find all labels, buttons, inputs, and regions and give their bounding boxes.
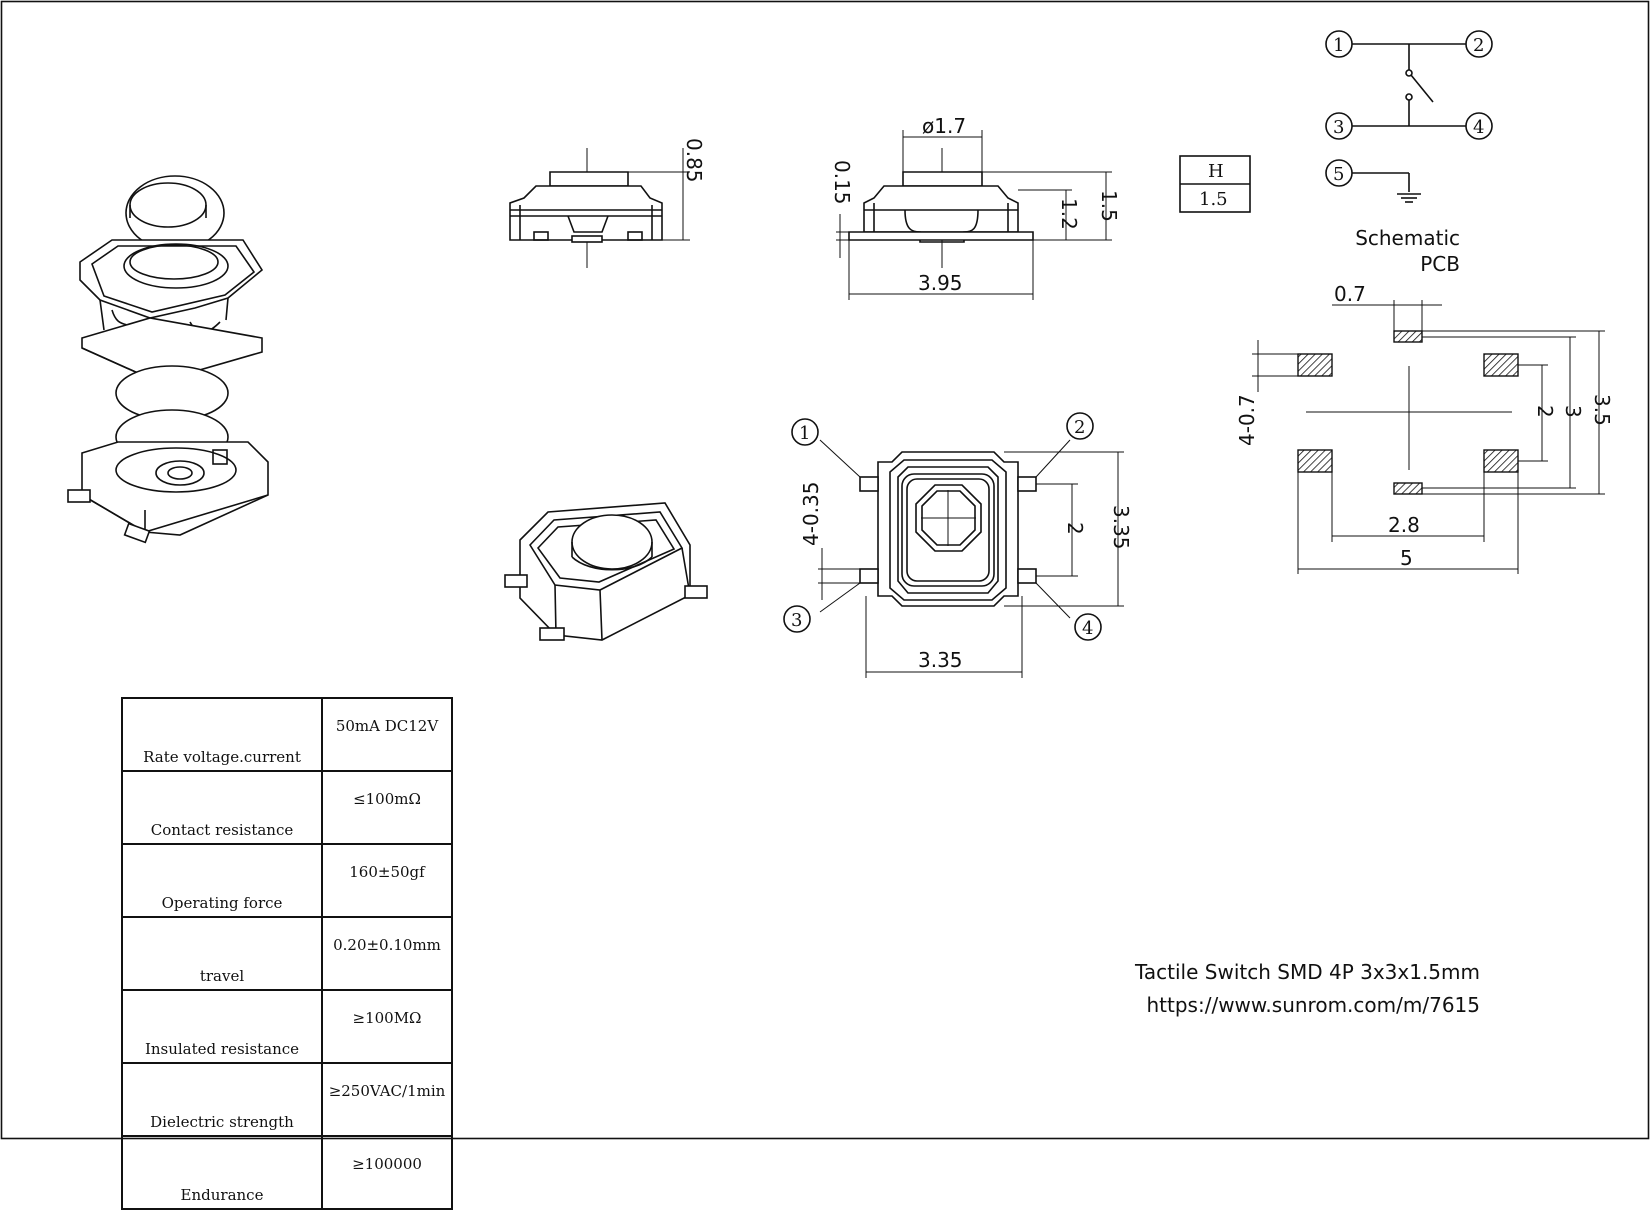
dim-top-pitch: 2 bbox=[1063, 522, 1087, 535]
side-view-2: ø1.7 0.15 1.2 1.5 3.95 bbox=[830, 114, 1121, 300]
pin-4-icon: 4 bbox=[1465, 112, 1493, 140]
top-pin-2: 2 bbox=[1074, 417, 1085, 438]
spec-row: travel 0.20±0.10mm bbox=[121, 916, 453, 991]
pin-3-icon: 3 bbox=[1325, 112, 1353, 140]
spec-value: ≥100MΩ bbox=[321, 989, 453, 1064]
dim-side2-diameter: ø1.7 bbox=[922, 114, 966, 138]
dim-side1-height: 0.85 bbox=[682, 138, 706, 183]
spec-value: ≤100mΩ bbox=[321, 770, 453, 845]
dim-pcb-3: 3 bbox=[1561, 405, 1585, 418]
spec-row: Contact resistance ≤100mΩ bbox=[121, 770, 453, 845]
pcb-pad-1 bbox=[1297, 353, 1333, 377]
pcb-slot-bottom bbox=[1393, 482, 1423, 495]
schematic: 1 2 3 4 5 Schematic PCB bbox=[1325, 30, 1493, 276]
dim-pcb-28: 2.8 bbox=[1388, 513, 1420, 537]
spec-table: Rate voltage.current 50mA DC12V Contact … bbox=[121, 697, 453, 1210]
dim-side2-total: 1.5 bbox=[1097, 190, 1121, 222]
height-header: H bbox=[1208, 161, 1224, 182]
spec-value: ≥100000 bbox=[321, 1135, 453, 1210]
spec-row: Dielectric strength ≥250VAC/1min bbox=[121, 1062, 453, 1137]
pin-2-label: 2 bbox=[1473, 35, 1484, 56]
spec-row: Rate voltage.current 50mA DC12V bbox=[121, 697, 453, 772]
spec-label: Insulated resistance bbox=[121, 989, 323, 1064]
pcb-pad-2 bbox=[1483, 353, 1519, 377]
pin-2-icon: 2 bbox=[1465, 30, 1493, 58]
sheet-border bbox=[0, 0, 1650, 1140]
title-block: Tactile Switch SMD 4P 3x3x1.5mm https://… bbox=[1080, 956, 1480, 1022]
pcb-layout: 0.7 4-0.7 2 3 3.5 2.8 5 bbox=[1235, 282, 1614, 574]
spec-label: Operating force bbox=[121, 843, 323, 918]
schematic-label: Schematic bbox=[1355, 226, 1460, 250]
dim-pcb-2: 2 bbox=[1533, 405, 1557, 418]
spec-label: travel bbox=[121, 916, 323, 991]
spec-row: Endurance ≥100000 bbox=[121, 1135, 453, 1210]
spec-label: Contact resistance bbox=[121, 770, 323, 845]
spec-label: Endurance bbox=[121, 1135, 323, 1210]
dim-top-height: 3.35 bbox=[1109, 505, 1133, 550]
drawing-sheet: 0.85 ø1.7 0.15 1.2 1.5 3.95 bbox=[0, 0, 1650, 1140]
side-view-1: 0.85 bbox=[509, 138, 706, 268]
dim-top-pad: 4-0.35 bbox=[799, 482, 823, 546]
product-title: Tactile Switch SMD 4P 3x3x1.5mm bbox=[1135, 960, 1480, 984]
height-table: H 1.5 bbox=[1179, 155, 1251, 213]
pin-4-label: 4 bbox=[1473, 117, 1484, 138]
spec-label: Rate voltage.current bbox=[121, 697, 323, 772]
pin-5-label: 5 bbox=[1333, 164, 1344, 185]
pcb-label: PCB bbox=[1420, 252, 1460, 276]
pin-5-icon: 5 bbox=[1325, 159, 1353, 187]
pin-1-icon: 1 bbox=[1325, 30, 1353, 58]
pcb-pad-3 bbox=[1297, 449, 1333, 473]
height-value: 1.5 bbox=[1199, 189, 1228, 210]
spec-value: 50mA DC12V bbox=[321, 697, 453, 772]
dim-side2-body: 1.2 bbox=[1057, 198, 1081, 230]
spec-label: Dielectric strength bbox=[121, 1062, 323, 1137]
top-pin-4: 4 bbox=[1082, 618, 1093, 639]
dim-pcb-5: 5 bbox=[1400, 546, 1413, 570]
top-pin-3: 3 bbox=[791, 610, 802, 631]
pcb-slot-top bbox=[1393, 330, 1423, 343]
spec-value: ≥250VAC/1min bbox=[321, 1062, 453, 1137]
dim-pcb-35: 3.5 bbox=[1590, 394, 1614, 426]
top-pin-1: 1 bbox=[799, 423, 810, 444]
product-url[interactable]: https://www.sunrom.com/m/7615 bbox=[1146, 993, 1481, 1017]
dim-pcb-slot: 0.7 bbox=[1334, 282, 1366, 306]
dim-side2-width: 3.95 bbox=[918, 271, 963, 295]
pcb-pad-4 bbox=[1483, 449, 1519, 473]
dim-side2-gap: 0.15 bbox=[830, 160, 854, 205]
spec-row: Insulated resistance ≥100MΩ bbox=[121, 989, 453, 1064]
iso-view bbox=[504, 502, 708, 641]
spec-value: 160±50gf bbox=[321, 843, 453, 918]
pin-1-label: 1 bbox=[1333, 35, 1344, 56]
top-view: 1 2 3 4 4-0.35 2 3.35 3.35 bbox=[783, 412, 1133, 678]
pin-3-label: 3 bbox=[1333, 117, 1344, 138]
spec-row: Operating force 160±50gf bbox=[121, 843, 453, 918]
dim-pcb-pad: 4-0.7 bbox=[1235, 394, 1259, 446]
exploded-view bbox=[67, 175, 269, 544]
spec-value: 0.20±0.10mm bbox=[321, 916, 453, 991]
dim-top-width: 3.35 bbox=[918, 648, 963, 672]
